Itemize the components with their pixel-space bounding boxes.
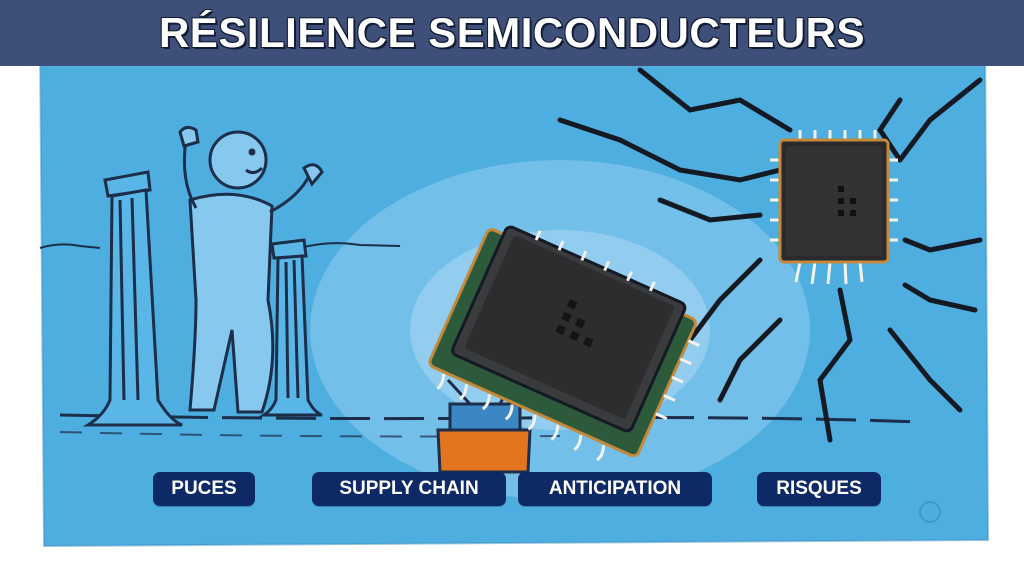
tag-anticipation: ANTICIPATION bbox=[518, 472, 712, 506]
watermark-icon bbox=[919, 501, 941, 523]
carried-chip bbox=[428, 225, 700, 462]
page-title: RÉSILIENCE SEMICONDUCTEURS bbox=[158, 9, 866, 56]
title-banner: RÉSILIENCE SEMICONDUCTEURS bbox=[0, 0, 1024, 66]
tag-risques: RISQUES bbox=[757, 472, 881, 506]
tag-supply-chain: SUPPLY CHAIN bbox=[312, 472, 506, 506]
tag-puces: PUCES bbox=[153, 472, 255, 506]
carrier-figure bbox=[436, 378, 532, 474]
pillar-left bbox=[82, 170, 183, 427]
wall-chip bbox=[770, 130, 898, 285]
cheering-figure bbox=[178, 125, 324, 414]
pillar-right bbox=[258, 238, 323, 417]
wall-cracks bbox=[557, 67, 983, 443]
